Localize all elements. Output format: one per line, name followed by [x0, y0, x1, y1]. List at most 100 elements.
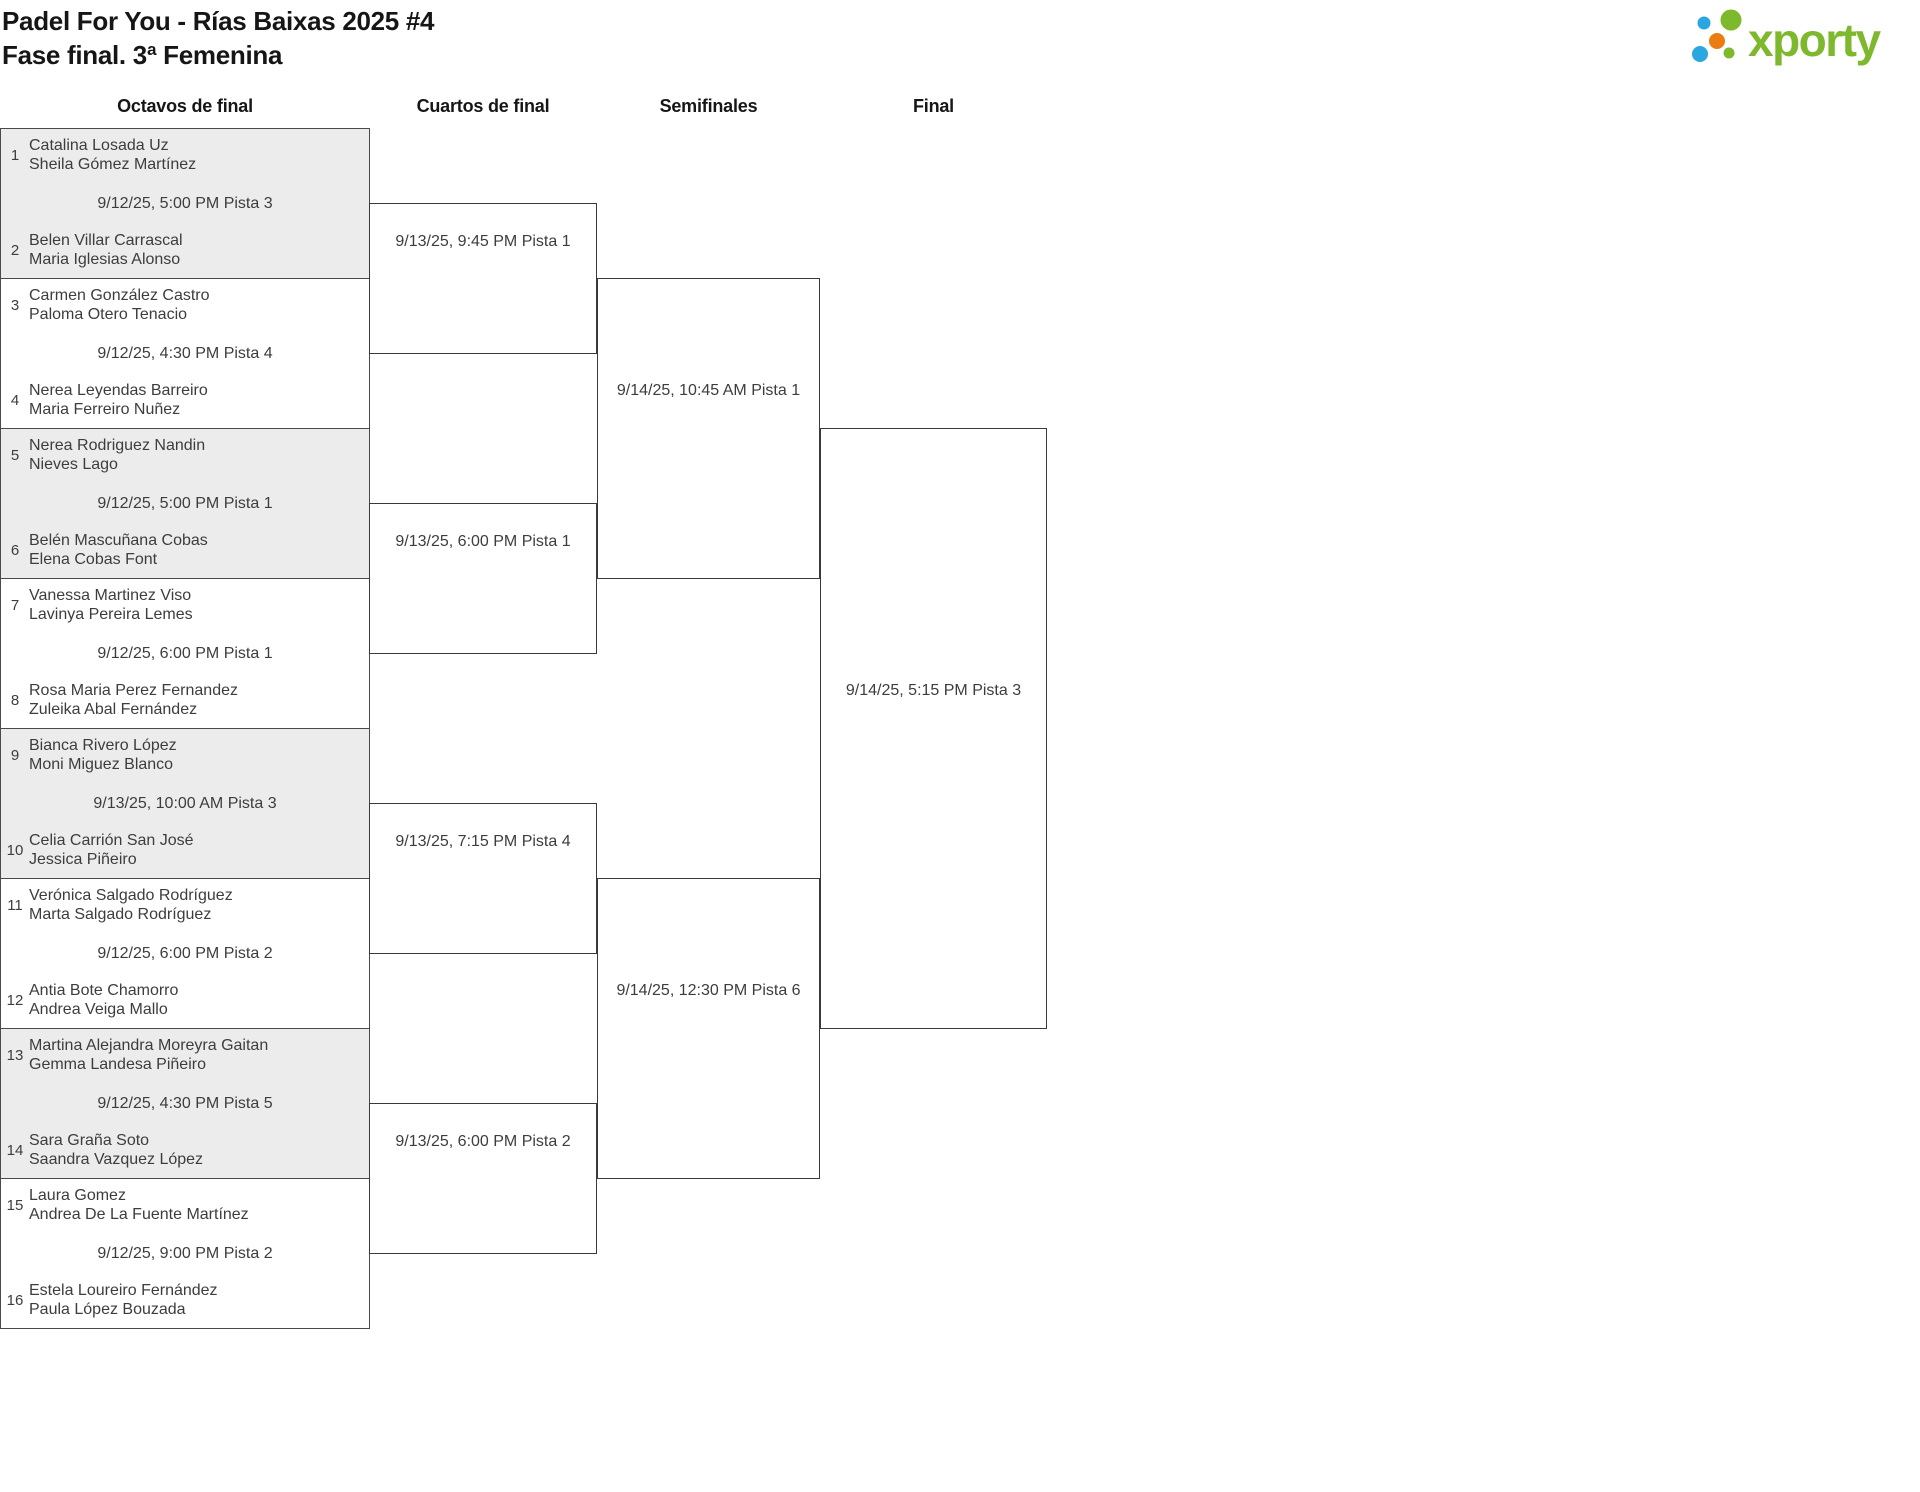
match-schedule: 9/13/25, 7:15 PM Pista 4	[395, 833, 571, 850]
player-name: Vanessa Martinez Viso	[29, 587, 192, 604]
logo-dot-blue-medium	[1692, 46, 1708, 62]
seed-number: 1	[10, 147, 20, 164]
seed-number: 3	[10, 297, 20, 314]
player-name: Lavinya Pereira Lemes	[29, 606, 193, 623]
seed-number: 16	[6, 1292, 24, 1309]
player-name: Verónica Salgado Rodríguez	[29, 887, 233, 904]
qf-match-4: 9/13/25, 6:00 PM Pista 2	[369, 1103, 597, 1254]
match-schedule: 9/14/25, 10:45 AM Pista 1	[616, 382, 801, 399]
round-header-semifinales: Semifinales	[659, 96, 758, 116]
player-name: Estela Loureiro Fernández	[29, 1282, 218, 1299]
seed-number: 6	[10, 542, 20, 559]
logo-wordmark: xporty	[1748, 14, 1882, 66]
logo-dot-green-large	[1720, 9, 1742, 31]
player-name: Paloma Otero Tenacio	[29, 306, 188, 323]
player-name: Carmen González Castro	[29, 287, 210, 304]
match-schedule: 9/12/25, 4:30 PM Pista 5	[97, 1095, 273, 1112]
logo-dot-blue-small	[1697, 16, 1711, 30]
seed-number: 4	[10, 392, 20, 409]
xporty-logo[interactable]: xporty	[1688, 2, 1916, 68]
seed-number: 12	[6, 992, 24, 1009]
sf-match-1: 9/14/25, 10:45 AM Pista 1	[597, 278, 820, 579]
round-header-final: Final	[912, 96, 954, 116]
match-schedule: 9/12/25, 9:00 PM Pista 2	[97, 1245, 273, 1262]
qf-match-1: 9/13/25, 9:45 PM Pista 1	[369, 203, 597, 354]
seed-number: 14	[6, 1142, 24, 1159]
round-header-octavos: Octavos de final	[117, 96, 253, 116]
player-name: Antia Bote Chamorro	[29, 982, 179, 999]
player-name: Laura Gomez	[29, 1187, 126, 1204]
seed-number: 11	[7, 897, 23, 914]
player-name: Andrea Veiga Mallo	[29, 1001, 168, 1018]
player-name: Belén Mascuñana Cobas	[29, 532, 208, 549]
match-schedule: 9/13/25, 9:45 PM Pista 1	[395, 233, 571, 250]
final-match: 9/14/25, 5:15 PM Pista 3	[820, 428, 1047, 1029]
player-name: Bianca Rivero López	[29, 737, 177, 754]
player-name: Celia Carrión San José	[29, 832, 194, 849]
match-schedule: 9/12/25, 5:00 PM Pista 3	[97, 195, 273, 212]
seed-number: 7	[10, 597, 20, 614]
player-name: Gemma Landesa Piñeiro	[29, 1056, 206, 1073]
seed-number: 5	[10, 447, 20, 464]
player-name: Nerea Leyendas Barreiro	[29, 382, 208, 399]
player-name: Nieves Lago	[29, 456, 118, 473]
player-name: Sara Graña Soto	[29, 1132, 150, 1149]
match-schedule: 9/12/25, 6:00 PM Pista 1	[97, 645, 273, 662]
match-schedule: 9/12/25, 6:00 PM Pista 2	[97, 945, 273, 962]
player-name: Nerea Rodriguez Nandin	[29, 437, 206, 454]
seed-number: 15	[6, 1197, 24, 1214]
seed-number: 13	[6, 1047, 24, 1064]
player-name: Martina Alejandra Moreyra Gaitan	[29, 1037, 269, 1054]
match-schedule: 9/14/25, 5:15 PM Pista 3	[845, 682, 1022, 699]
player-name: Sheila Gómez Martínez	[29, 156, 197, 173]
match-schedule: 9/12/25, 4:30 PM Pista 4	[97, 345, 273, 362]
qf-match-2: 9/13/25, 6:00 PM Pista 1	[369, 503, 597, 654]
round-header-cuartos: Cuartos de final	[416, 96, 550, 116]
match-schedule: 9/13/25, 10:00 AM Pista 3	[93, 795, 277, 812]
player-name: Elena Cobas Font	[29, 551, 158, 568]
page-subtitle: Fase final. 3ª Femenina	[2, 40, 283, 70]
qf-match-3: 9/13/25, 7:15 PM Pista 4	[369, 803, 597, 954]
player-name: Zuleika Abal Fernández	[29, 701, 198, 718]
match-schedule: 9/14/25, 12:30 PM Pista 6	[616, 982, 801, 999]
player-name: Saandra Vazquez López	[29, 1151, 204, 1168]
player-name: Moni Miguez Blanco	[29, 756, 174, 773]
match-schedule: 9/13/25, 6:00 PM Pista 1	[395, 533, 571, 550]
logo-dot-green-small	[1723, 47, 1735, 59]
player-name: Jessica Piñeiro	[29, 851, 137, 868]
player-name: Maria Ferreiro Nuñez	[29, 401, 181, 418]
match-schedule: 9/12/25, 5:00 PM Pista 1	[97, 495, 273, 512]
seed-number: 2	[10, 242, 20, 259]
seed-number: 8	[10, 692, 20, 709]
seed-number: 10	[6, 842, 24, 859]
page-title: Padel For You - Rías Baixas 2025 #4	[2, 6, 435, 36]
player-name: Paula López Bouzada	[29, 1301, 186, 1318]
player-name: Rosa Maria Perez Fernandez	[29, 682, 238, 699]
player-name: Andrea De La Fuente Martínez	[29, 1206, 249, 1223]
sf-match-2: 9/14/25, 12:30 PM Pista 6	[597, 878, 820, 1179]
